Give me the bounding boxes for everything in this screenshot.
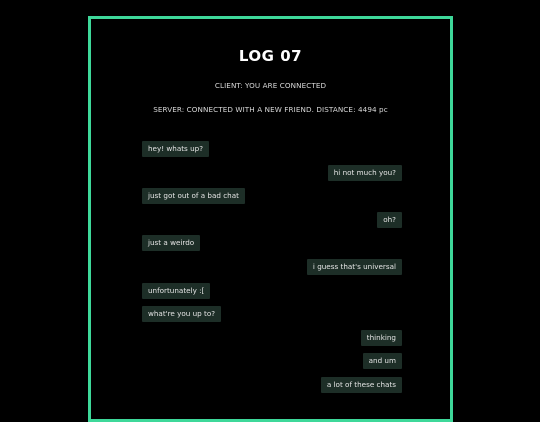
message-bubble: hey! whats up? bbox=[142, 141, 210, 157]
message-row: hey! whats up? bbox=[142, 141, 402, 157]
client-status: CLIENT: YOU ARE CONNECTED bbox=[214, 81, 327, 90]
message-bubble: hi not much you? bbox=[327, 164, 402, 181]
message-row: hi not much you? bbox=[142, 164, 402, 181]
message-bubble: oh? bbox=[377, 211, 402, 228]
message-bubble: unfortunately :[ bbox=[142, 282, 211, 299]
message-row: just a weirdo bbox=[142, 235, 402, 252]
message-bubble: a lot of these chats bbox=[320, 376, 402, 393]
message-row: what're you up to? bbox=[142, 306, 402, 323]
message-row: thinking bbox=[142, 329, 402, 346]
log-title: LOG 07 bbox=[238, 47, 303, 65]
message-bubble: i guess that's universal bbox=[306, 258, 402, 275]
message-bubble: what're you up to? bbox=[142, 306, 222, 323]
message-row: just got out of a bad chat bbox=[142, 188, 402, 205]
log-frame: LOG 07 CLIENT: YOU ARE CONNECTED SERVER:… bbox=[88, 16, 453, 422]
message-bubble: just got out of a bad chat bbox=[142, 188, 245, 205]
message-bubble: thinking bbox=[360, 329, 402, 346]
message-row: and um bbox=[142, 353, 402, 370]
message-bubble: just a weirdo bbox=[142, 235, 201, 252]
chat-log[interactable]: hey! whats up? hi not much you? just got… bbox=[142, 141, 402, 401]
message-row: unfortunately :[ bbox=[142, 282, 402, 299]
server-status: SERVER: CONNECTED WITH A NEW FRIEND. DIS… bbox=[153, 105, 388, 114]
message-row: a lot of these chats bbox=[142, 376, 402, 393]
message-row: i guess that's universal bbox=[142, 258, 402, 275]
message-bubble: and um bbox=[362, 353, 402, 370]
message-row: oh? bbox=[142, 211, 402, 228]
